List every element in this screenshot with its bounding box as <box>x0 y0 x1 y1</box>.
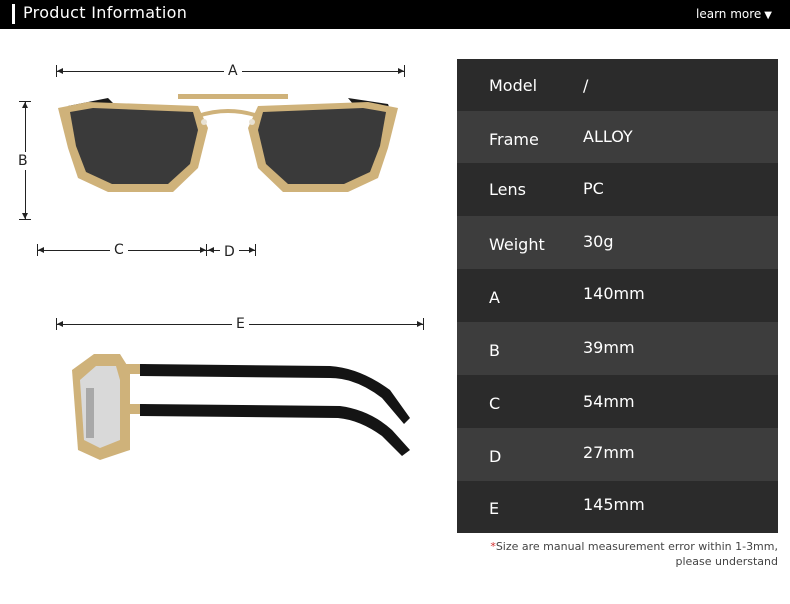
note-line-2: please understand <box>675 555 779 568</box>
spec-row-c: C 54mm <box>457 375 778 428</box>
spec-label: E <box>489 499 500 518</box>
learn-more-label: learn more <box>696 7 762 21</box>
spec-row-a: A 140mm <box>457 269 778 322</box>
dim-e-arrow-left <box>57 321 63 327</box>
dim-b-arrow-down <box>22 213 28 219</box>
spec-value: 140mm <box>583 284 645 303</box>
spec-label: Weight <box>489 235 545 254</box>
spec-label: Lens <box>489 180 526 199</box>
spec-table: Model / Frame ALLOY Lens PC Weight 30g A… <box>457 59 778 533</box>
dim-e-arrow-right <box>417 321 423 327</box>
spec-row-b: B 39mm <box>457 322 778 375</box>
caret-down-icon: ▼ <box>764 10 772 21</box>
dim-b-label: B <box>16 152 30 170</box>
glasses-front-image <box>58 94 398 192</box>
spec-row-weight: Weight 30g <box>457 216 778 269</box>
spec-value: 39mm <box>583 338 635 357</box>
spec-value: ALLOY <box>583 127 633 146</box>
spec-value: 54mm <box>583 392 635 411</box>
header-bar: Product Information learn more▼ <box>0 0 790 29</box>
dim-c-label: C <box>110 243 128 257</box>
spec-value: PC <box>583 179 604 198</box>
measurement-note: *Size are manual measurement error withi… <box>448 539 778 569</box>
dim-b-arrow-up <box>22 102 28 108</box>
dim-d-arrow-left <box>208 247 214 253</box>
spec-row-frame: Frame ALLOY <box>457 111 778 163</box>
spec-label: B <box>489 341 500 360</box>
spec-row-e: E 145mm <box>457 481 778 533</box>
learn-more-link[interactable]: learn more▼ <box>696 7 772 21</box>
spec-label: D <box>489 447 502 466</box>
dim-e-label: E <box>232 317 249 331</box>
spec-value: 27mm <box>583 443 635 462</box>
spec-row-lens: Lens PC <box>457 163 778 216</box>
dim-c-arrow-right <box>200 247 206 253</box>
spec-value: 145mm <box>583 495 645 514</box>
dim-c-arrow-left <box>38 247 44 253</box>
spec-value: 30g <box>583 232 614 251</box>
dim-a-arrow-right <box>398 68 404 74</box>
dim-d-arrow-right <box>249 247 255 253</box>
dim-a-arrow-left <box>57 68 63 74</box>
spec-row-d: D 27mm <box>457 428 778 481</box>
page-title: Product Information <box>23 3 188 22</box>
spec-row-model: Model / <box>457 59 778 111</box>
dim-a-label: A <box>224 64 242 78</box>
spec-value: / <box>583 76 589 95</box>
note-line-1: Size are manual measurement error within… <box>495 540 778 553</box>
spec-label: Frame <box>489 130 539 149</box>
glasses-side-image <box>72 354 410 460</box>
header-accent <box>12 4 15 24</box>
spec-label: A <box>489 288 500 307</box>
dim-d-label: D <box>220 245 239 259</box>
spec-label: Model <box>489 76 538 95</box>
spec-label: C <box>489 394 501 413</box>
note-asterisk: * <box>490 540 496 553</box>
